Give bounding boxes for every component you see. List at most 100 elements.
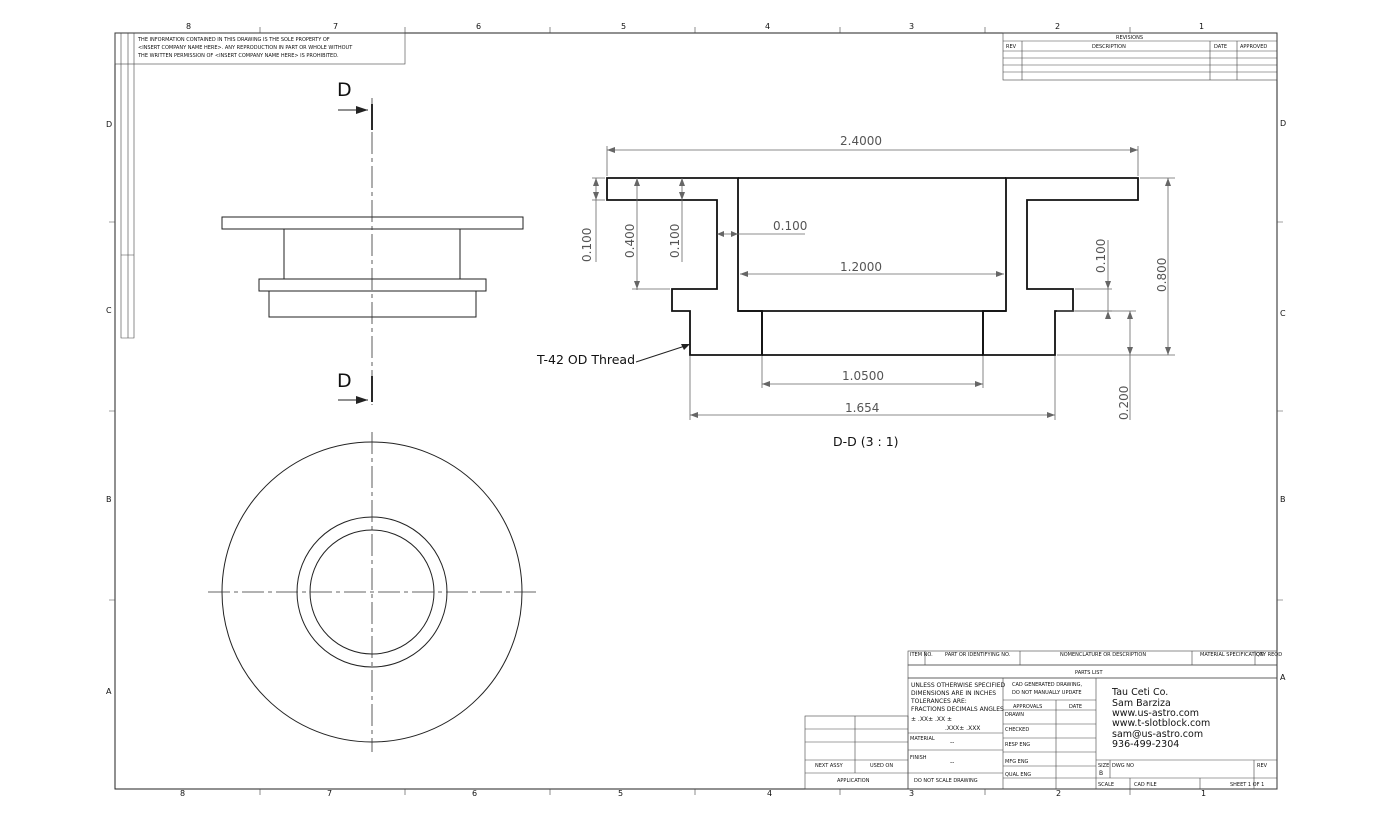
bom-qty: QTY REQD [1256,652,1282,658]
top-view [208,432,540,752]
col-label: 1 [1201,789,1206,798]
size-label: SIZE [1098,763,1109,769]
row-label: C [1280,309,1286,318]
person-name: Sam Barziza [1112,698,1171,709]
material-value: -- [950,739,954,746]
row-label: B [106,495,112,504]
notice-line-2: <INSERT COMPANY NAME HERE>. ANY REPRODUC… [138,45,353,51]
tolerance-note-3: TOLERANCES ARE: [910,698,967,705]
column-labels-top: 8 7 6 5 4 3 2 1 [186,22,1204,31]
dim-depth: 0.400 [623,224,637,258]
approved-col-header: APPROVED [1240,44,1267,50]
cad-note-1: CAD GENERATED DRAWING, [1012,682,1083,688]
row-label: C [106,306,112,315]
col-label: 2 [1055,22,1060,31]
resp-eng-label: RESP ENG [1005,742,1030,748]
description-col-header: DESCRIPTION [1092,44,1126,50]
qual-eng-label: QUAL ENG [1005,772,1031,778]
column-labels-bottom: 8 7 6 5 4 3 2 1 [180,789,1206,798]
row-label: A [1280,673,1286,682]
phone: 936-499-2304 [1112,739,1179,750]
dim-step-left: 0.100 [668,224,682,258]
section-line-d-d: D D [337,79,373,405]
checked-label: CHECKED [1005,727,1029,733]
revisions-table: REVISIONS REV DESCRIPTION DATE APPROVED [1002,32,1278,81]
notice-line-1: THE INFORMATION CONTAINED IN THIS DRAWIN… [137,37,330,43]
used-on-label: USED ON [870,763,893,769]
application-label: APPLICATION [837,778,870,784]
col-label: 7 [333,22,338,31]
tolerance-note-5: ± .XX± .XX ± [911,716,952,723]
left-margin-strip [120,33,135,339]
thread-note: T-42 OD Thread [536,352,635,367]
notice-line-3: THE WRITTEN PERMISSION OF <INSERT COMPAN… [137,53,339,59]
section-letter-top: D [337,79,352,101]
material-label: MATERIAL [910,736,935,742]
row-label: D [1280,119,1286,128]
dim-total-height: 0.800 [1155,258,1169,292]
col-label: 4 [767,789,772,798]
website-2: www.t-slotblock.com [1112,718,1210,729]
finish-value: -- [950,759,954,766]
bom-nomenclature: NOMENCLATURE OR DESCRIPTION [1060,652,1146,658]
sheet-border [109,27,1283,795]
rev-label: REV [1257,763,1268,769]
dimension-labels: 2.4000 0.100 1.2000 1.0500 1.654 0.100 0… [580,134,1169,420]
drawn-label: DRAWN [1005,712,1024,718]
section-caption: D-D (3 : 1) [833,434,899,449]
rev-col-header: REV [1006,44,1017,50]
sheet-label: SHEET 1 OF 1 [1230,782,1264,788]
dimension-lines [592,146,1175,420]
dim-flange-thickness: 0.100 [580,228,594,262]
title-block: ITEM NO. PART OR IDENTIFYING NO. NOMENCL… [804,650,1282,790]
website-1: www.us-astro.com [1112,708,1199,719]
tolerance-note-2: DIMENSIONS ARE IN INCHES [911,690,996,697]
row-label: D [106,120,112,129]
dim-overall-width: 2.4000 [840,134,882,148]
row-labels-right: D C B A [1280,119,1286,682]
cad-note-2: DO NOT MANUALLY UPDATE [1012,690,1081,696]
col-label: 6 [476,22,481,31]
col-label: 2 [1056,789,1061,798]
col-label: 8 [180,789,185,798]
col-label: 3 [909,22,914,31]
tolerance-note-1: UNLESS OTHERWISE SPECIFIED [911,682,1006,689]
dim-step-right: 0.100 [1094,239,1108,273]
size-value: B [1099,770,1103,777]
col-label: 5 [621,22,626,31]
section-letter-bottom: D [337,370,352,392]
company-name: Tau Ceti Co. [1111,687,1168,698]
revisions-title: REVISIONS [1116,35,1143,41]
parts-list-label: PARTS LIST [1075,670,1103,676]
col-label: 1 [1199,22,1204,31]
bom-material-spec: MATERIAL SPECIFICATION [1200,652,1264,658]
dim-bore: 1.2000 [840,260,882,274]
next-assy-label: NEXT ASSY [815,763,844,769]
row-label: B [1280,495,1286,504]
bom-item-no: ITEM NO. [910,652,933,658]
dim-thread-od: 1.654 [845,401,879,415]
tolerance-note-4: FRACTIONS DECIMALS ANGLES [911,706,1004,713]
date-label: DATE [1069,704,1082,710]
dim-wall: 0.100 [773,219,807,233]
bom-part-no: PART OR IDENTIFYING NO. [945,652,1011,658]
proprietary-notice: THE INFORMATION CONTAINED IN THIS DRAWIN… [114,32,406,65]
mfg-eng-label: MFG ENG [1005,759,1029,765]
dim-inner-step: 1.0500 [842,369,884,383]
col-label: 5 [618,789,623,798]
row-label: A [106,687,112,696]
no-scale-note: DO NOT SCALE DRAWING [914,778,978,784]
finish-label: FINISH [910,755,927,761]
col-label: 6 [472,789,477,798]
email: sam@us-astro.com [1112,729,1203,740]
row-labels-left: D C B A [106,120,112,696]
dim-thread-length: 0.200 [1117,386,1131,420]
scale-label: SCALE [1098,782,1114,788]
cad-file-label: CAD FILE [1134,782,1157,788]
front-view [221,216,524,318]
col-label: 8 [186,22,191,31]
col-label: 3 [909,789,914,798]
tolerance-note-6: .XXX± .XXX [945,725,980,732]
dwg-no-label: DWG NO [1112,763,1134,769]
